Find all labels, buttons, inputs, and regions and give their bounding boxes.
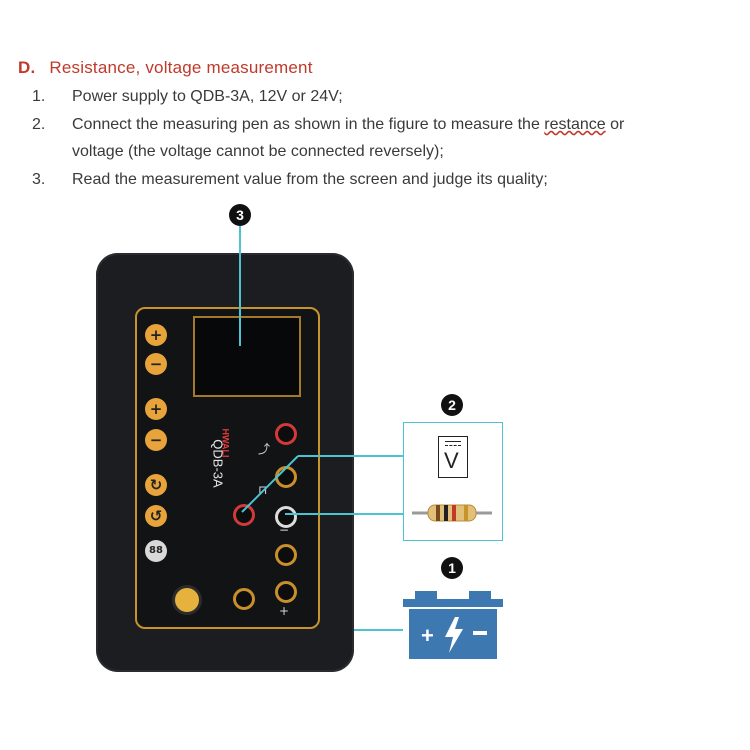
device-brand: HWALI QDB-3A [198,429,240,494]
section-heading: D. Resistance, voltage measurement [18,58,313,78]
port-v-in [275,423,297,445]
callout-badge-3: 3 [229,204,251,226]
section-title: Resistance, voltage measurement [49,58,313,77]
step-text: Read the measurement value from the scre… [72,171,548,188]
device-screen [193,316,301,397]
voltmeter-icon: V [438,436,468,478]
port-power-pos [275,581,297,603]
step-2-continued: voltage (the voltage cannot be connected… [72,143,444,160]
misspelled-word: restance [544,116,606,133]
port-coil [275,544,297,566]
voltage-symbol-icon: ⤴ [258,442,271,456]
step-2: 2. Connect the measuring pen as shown in … [32,116,624,134]
callout-badge-1: 1 [441,557,463,579]
minus-button: − [145,353,167,375]
mode-button: 88 [145,540,167,562]
volt-symbol: V [444,448,459,473]
battery-icon: + [403,591,503,659]
step-1: 1. Power supply to QDB-3A, 12V or 24V; [32,88,343,106]
svg-text:+: + [421,623,434,648]
model-label: QDB-3A [210,439,226,488]
rotate-ccw-button: ↺ [145,505,167,527]
pulse-symbol-icon: ⊓ [258,483,268,497]
step-3: 3. Read the measurement value from the sc… [32,171,548,189]
rotate-cw-button: ↻ [145,474,167,496]
adjust-knob [172,585,202,615]
dc-bar [445,441,461,445]
port-ground [233,588,255,610]
plus-button: + [145,398,167,420]
callout-badge-2: 2 [441,394,463,416]
minus-button: − [145,429,167,451]
dc-dashes [445,445,461,446]
step-number: 1. [32,88,46,105]
step-text: Power supply to QDB-3A, 12V or 24V; [72,88,343,105]
port-signal [275,466,297,488]
section-letter: D. [18,58,36,77]
step-text: Connect the measuring pen as shown in th… [72,116,545,133]
plus-button: + [145,324,167,346]
minus-symbol-icon: − [279,523,290,537]
resistor-icon [412,504,492,522]
port-measure [233,504,255,526]
step-text-after: or [605,116,625,133]
plus-symbol-icon: + [279,604,290,618]
step-number: 3. [32,171,46,188]
step-number: 2. [32,116,46,133]
